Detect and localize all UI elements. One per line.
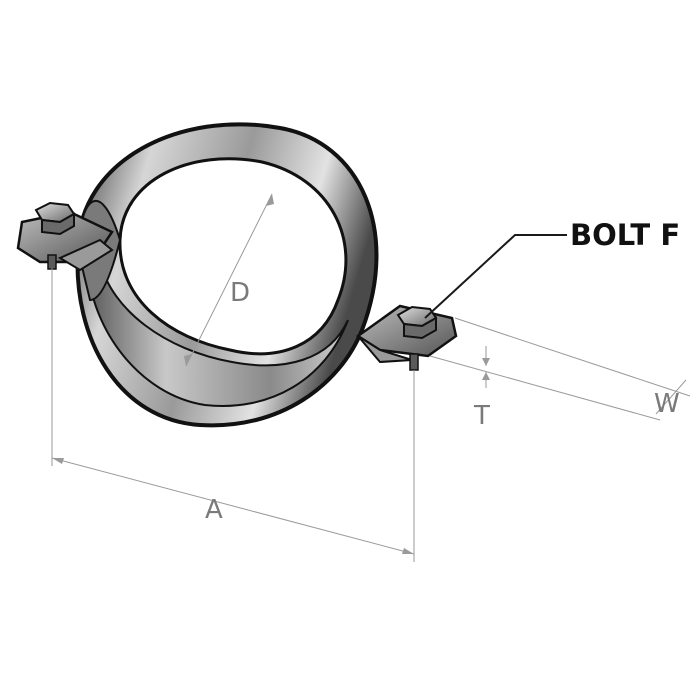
label-width-w: W	[654, 389, 680, 419]
dim-d-line	[185, 193, 273, 367]
label-diameter: D	[230, 278, 250, 308]
dim-a-line	[51, 457, 415, 555]
dim-w-ext-top	[454, 317, 691, 397]
right-bolt-flange	[355, 304, 458, 371]
dim-t-arrow-top	[482, 358, 490, 366]
left-flange-tab	[57, 238, 114, 272]
dim-w-line	[655, 379, 687, 415]
label-width-a: A	[205, 495, 223, 525]
bolt-callout-leader	[424, 234, 567, 319]
dimension-lines	[51, 193, 691, 562]
dim-a-arrow-right	[402, 548, 414, 554]
dim-d-arrow-bottom	[184, 354, 192, 366]
left-bolt-flange	[16, 201, 114, 272]
hex-bolt-icon	[396, 305, 438, 371]
dim-a-arrow-left	[52, 458, 64, 464]
dim-t-arrow-bottom	[482, 372, 490, 380]
clamp-band-inner-surface	[86, 260, 349, 407]
hex-bolt-icon	[34, 201, 76, 270]
dim-w-ext-bottom	[429, 355, 661, 421]
clamp-band-opening	[118, 157, 348, 356]
label-bolt: BOLT F	[570, 218, 680, 252]
clamp-band	[75, 122, 379, 428]
label-thickness: T	[473, 401, 490, 431]
dim-d-arrow-top	[266, 194, 274, 206]
